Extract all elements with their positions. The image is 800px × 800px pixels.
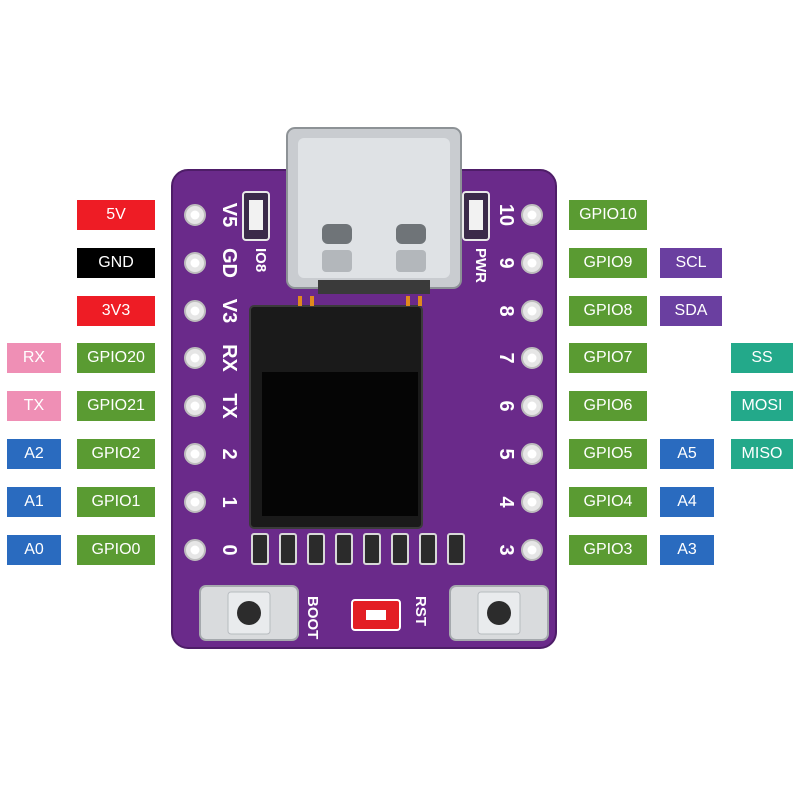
- header-pin-right: [521, 395, 543, 417]
- silk-pin-label: 9: [495, 257, 517, 268]
- analog-label-a5: A5: [660, 439, 714, 469]
- gpio-label-gpio10: GPIO10: [569, 200, 647, 230]
- usb-c-connector: [286, 127, 462, 294]
- uart-label-tx: TX: [7, 391, 61, 421]
- header-pin-left: [184, 491, 206, 513]
- i2c-label-sda: SDA: [660, 296, 722, 326]
- spi-label-mosi: MOSI: [731, 391, 793, 421]
- silk-pin-label: RX: [218, 344, 240, 372]
- header-pin-right: [521, 204, 543, 226]
- silk-pin-label: GD: [218, 248, 240, 278]
- pwr-led: [462, 191, 490, 241]
- analog-label-a3: A3: [660, 535, 714, 565]
- silk-pwr: PWR: [472, 248, 489, 283]
- gpio-label-gpio1: GPIO1: [77, 487, 155, 517]
- silk-pin-label: 1: [218, 496, 240, 507]
- silk-pin-label: 8: [495, 305, 517, 316]
- gpio-label-gpio4: GPIO4: [569, 487, 647, 517]
- silk-pin-label: 3: [495, 544, 517, 555]
- analog-label-a2: A2: [7, 439, 61, 469]
- analog-label-a0: A0: [7, 535, 61, 565]
- gpio-label-gpio2: GPIO2: [77, 439, 155, 469]
- header-pin-right: [521, 443, 543, 465]
- red-smd-part: [351, 599, 401, 631]
- silk-pin-label: 7: [495, 352, 517, 363]
- header-pin-left: [184, 395, 206, 417]
- boot-button: [199, 585, 299, 641]
- silk-pin-label: 0: [218, 544, 240, 555]
- silk-pin-label: 5: [495, 448, 517, 459]
- gpio-label-gpio7: GPIO7: [569, 343, 647, 373]
- gpio-label-gpio0: GPIO0: [77, 535, 155, 565]
- header-pin-left: [184, 539, 206, 561]
- silk-pin-label: TX: [218, 393, 240, 419]
- analog-label-a4: A4: [660, 487, 714, 517]
- silk-pin-label: V3: [218, 299, 240, 323]
- header-pin-right: [521, 491, 543, 513]
- header-pin-left: [184, 204, 206, 226]
- uart-label-rx: RX: [7, 343, 61, 373]
- silk-pin-label: 4: [495, 496, 517, 508]
- rst-button: [449, 585, 549, 641]
- header-pin-right: [521, 347, 543, 369]
- header-pin-right: [521, 252, 543, 274]
- gpio-label-gpio5: GPIO5: [569, 439, 647, 469]
- gpio-label-gpio20: GPIO20: [77, 343, 155, 373]
- power-label-5v: 5V: [77, 200, 155, 230]
- gpio-label-gpio9: GPIO9: [569, 248, 647, 278]
- oled-display: [249, 296, 423, 529]
- gpio-label-gpio3: GPIO3: [569, 535, 647, 565]
- header-pin-left: [184, 443, 206, 465]
- io8-led: [242, 191, 270, 241]
- silk-rst: RST: [412, 596, 429, 626]
- silk-boot: BOOT: [304, 596, 321, 639]
- gpio-label-gpio8: GPIO8: [569, 296, 647, 326]
- power-label-3v3: 3V3: [77, 296, 155, 326]
- header-pin-left: [184, 252, 206, 274]
- spi-label-miso: MISO: [731, 439, 793, 469]
- header-pin-left: [184, 300, 206, 322]
- silk-pin-label: V5: [218, 203, 240, 227]
- analog-label-a1: A1: [7, 487, 61, 517]
- silk-pin-label: 10: [495, 204, 517, 226]
- header-pin-left: [184, 347, 206, 369]
- spi-label-ss: SS: [731, 343, 793, 373]
- gpio-label-gpio6: GPIO6: [569, 391, 647, 421]
- silk-pin-label: 6: [495, 400, 517, 411]
- power-label-gnd: GND: [77, 248, 155, 278]
- header-pin-right: [521, 300, 543, 322]
- silk-io8: IO8: [252, 248, 269, 272]
- header-pin-right: [521, 539, 543, 561]
- gpio-label-gpio21: GPIO21: [77, 391, 155, 421]
- smd-components: [251, 533, 465, 565]
- i2c-label-scl: SCL: [660, 248, 722, 278]
- silk-pin-label: 2: [218, 448, 240, 459]
